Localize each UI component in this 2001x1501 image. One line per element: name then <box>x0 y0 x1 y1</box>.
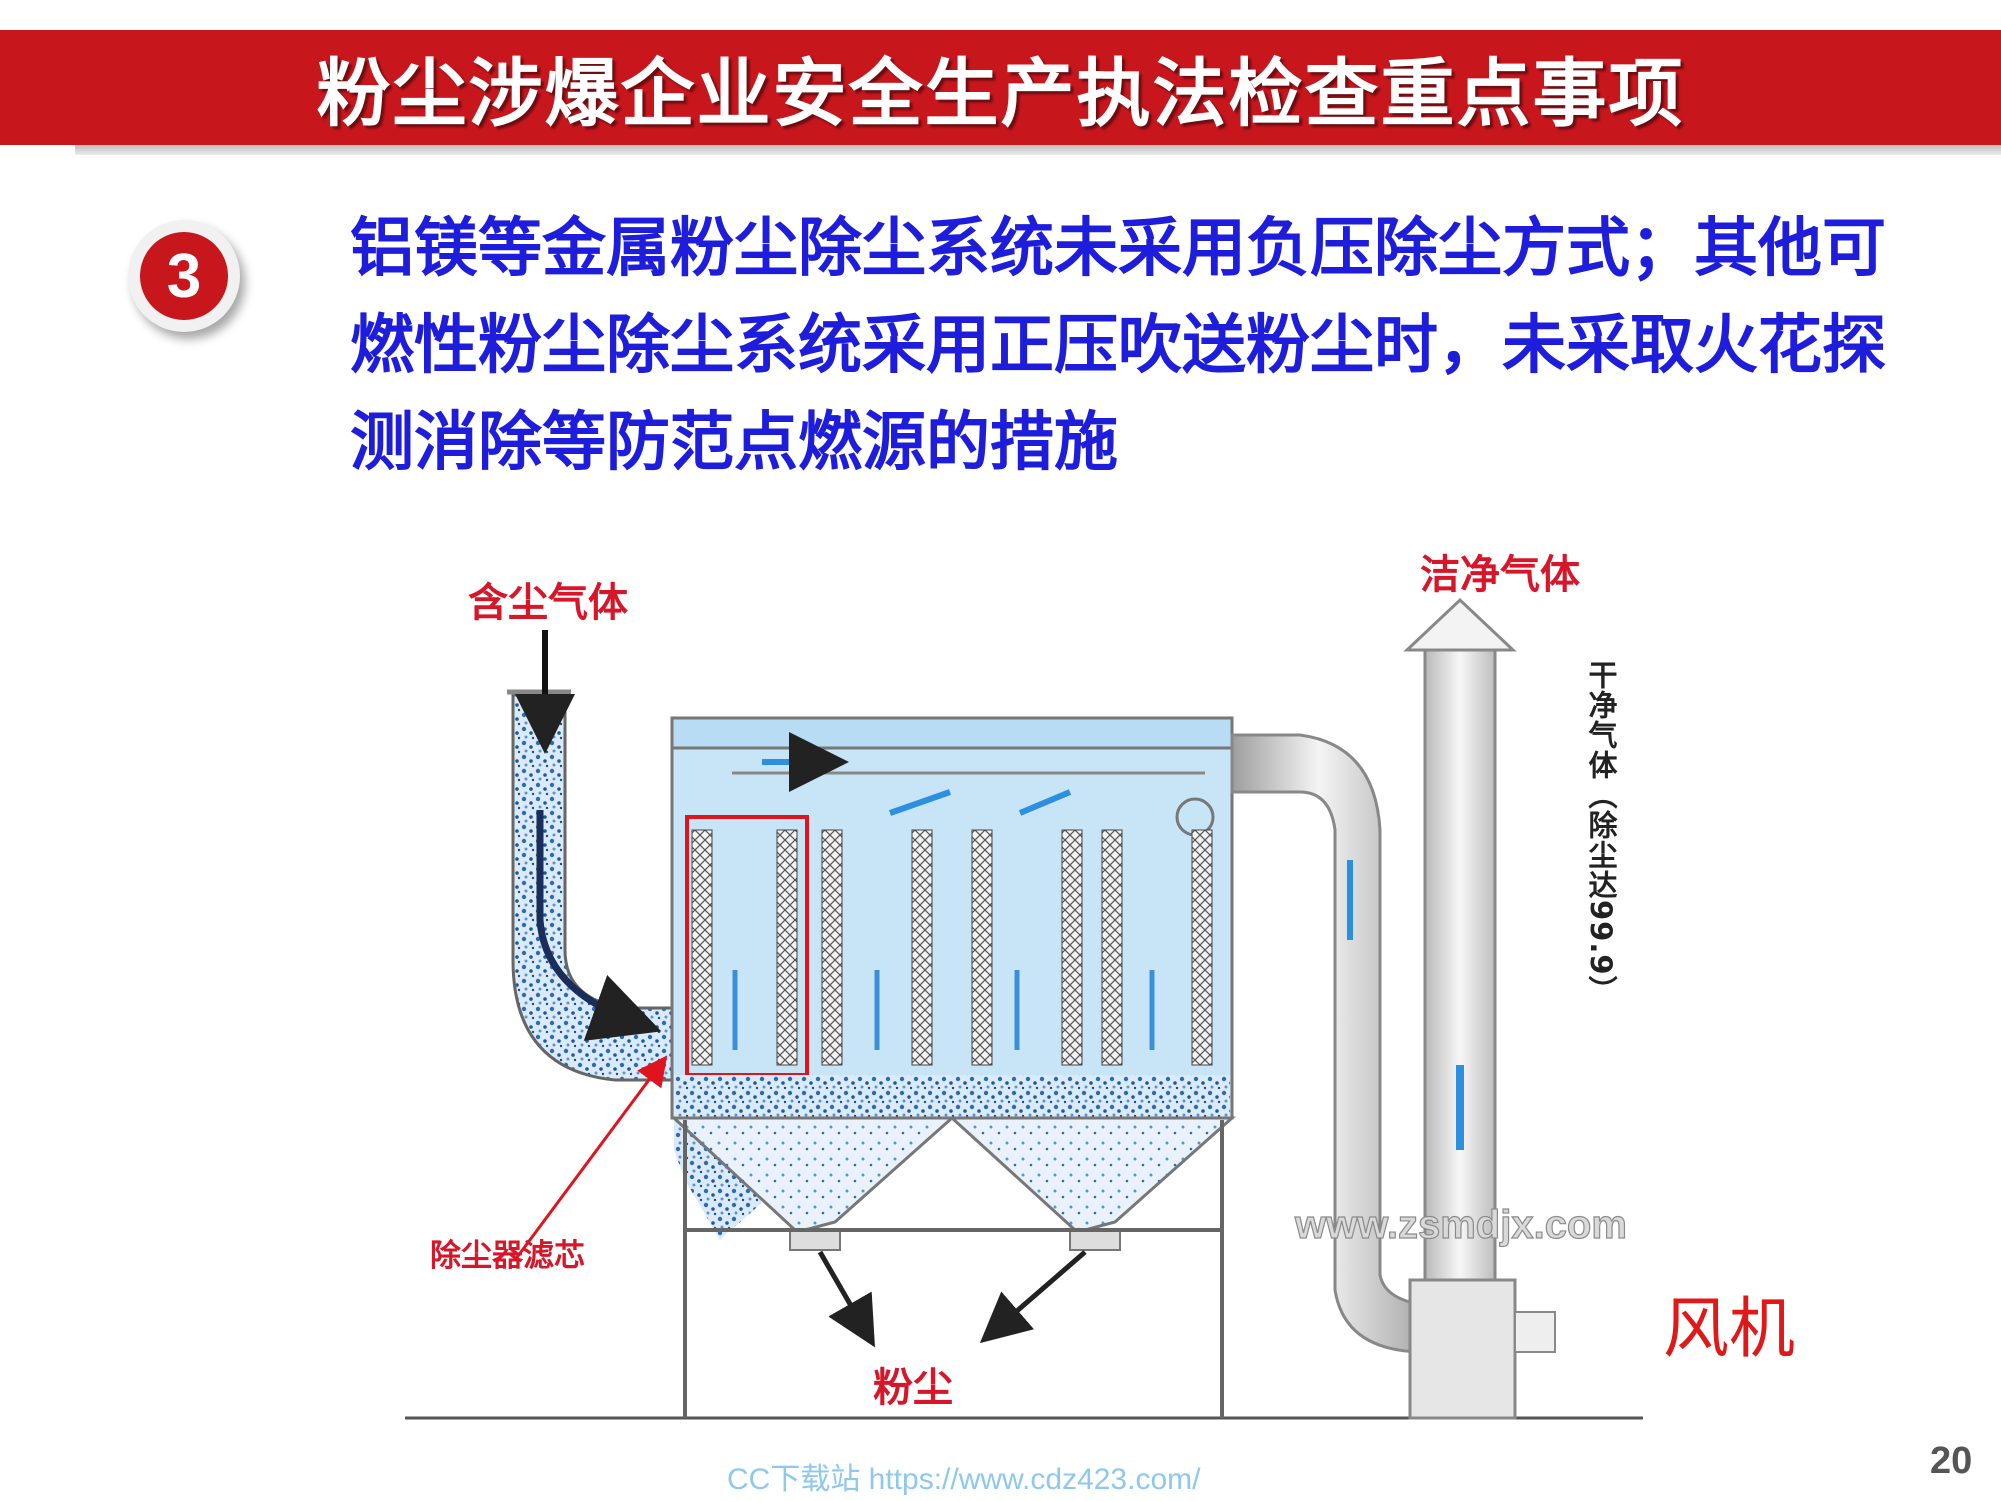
label-fan: 风机 <box>1663 1290 1795 1367</box>
label-clean-air-side: 干净气体（除尘达99.9） <box>1584 660 1618 1006</box>
page-title: 粉尘涉爆企业安全生产执法检查重点事项 <box>316 51 1685 137</box>
discharge-arrow-left <box>817 1250 875 1348</box>
clean-flow-arrow-3 <box>1018 789 1072 816</box>
hopper-right <box>948 1116 1236 1232</box>
label-filter-cartridge: 除尘器滤芯 <box>430 1238 585 1274</box>
footer-watermark: CC下载站 https://www.cdz423.com/ <box>727 1463 1201 1496</box>
item-number: 3 <box>140 232 228 320</box>
item-number-badge: 3 <box>128 220 240 332</box>
hopper-outlet-right <box>1069 1229 1121 1251</box>
image-watermark: www.zsmdjx.com <box>1294 1203 1627 1247</box>
title-underline <box>75 145 2001 155</box>
stack-cap <box>1403 597 1517 652</box>
flow-arrow <box>536 810 662 1041</box>
dust-collector-illustration: www.zsmdjx.com <box>405 597 1643 1420</box>
label-clean-gas: 洁净气体 <box>1420 552 1580 598</box>
title-bar: 粉尘涉爆企业安全生产执法检查重点事项 <box>0 30 2001 145</box>
filter-cartridges <box>691 829 1213 1066</box>
item-description: 铝镁等金属粉尘除尘系统未采用负压除尘方式；其他可燃性粉尘除尘系统采用正压吹送粉尘… <box>350 211 1886 480</box>
label-dust: 粉尘 <box>873 1365 953 1411</box>
dust-layer <box>674 1075 1230 1120</box>
outlet-duct <box>1230 733 1427 1354</box>
page-number: 20 <box>1930 1440 1973 1482</box>
fan-housing <box>1408 1278 1517 1420</box>
hopper-left <box>670 1116 956 1232</box>
hopper-outlet-left <box>789 1229 841 1251</box>
label-dusty-gas: 含尘气体 <box>468 580 628 626</box>
clean-flow-arrow-2 <box>889 789 951 816</box>
discharge-arrow-right <box>979 1250 1087 1344</box>
support-frame <box>683 1120 1224 1418</box>
dust-collector-diagram: www.zsmdjx.com 含尘气体 洁净气体 干净气体（除尘达99.9） 除… <box>395 530 1795 1430</box>
fan-motor <box>1514 1311 1556 1353</box>
collector-housing <box>670 746 1234 1120</box>
filter-callout-arrow <box>513 1055 668 1261</box>
clean-air-plenum <box>670 716 1234 750</box>
